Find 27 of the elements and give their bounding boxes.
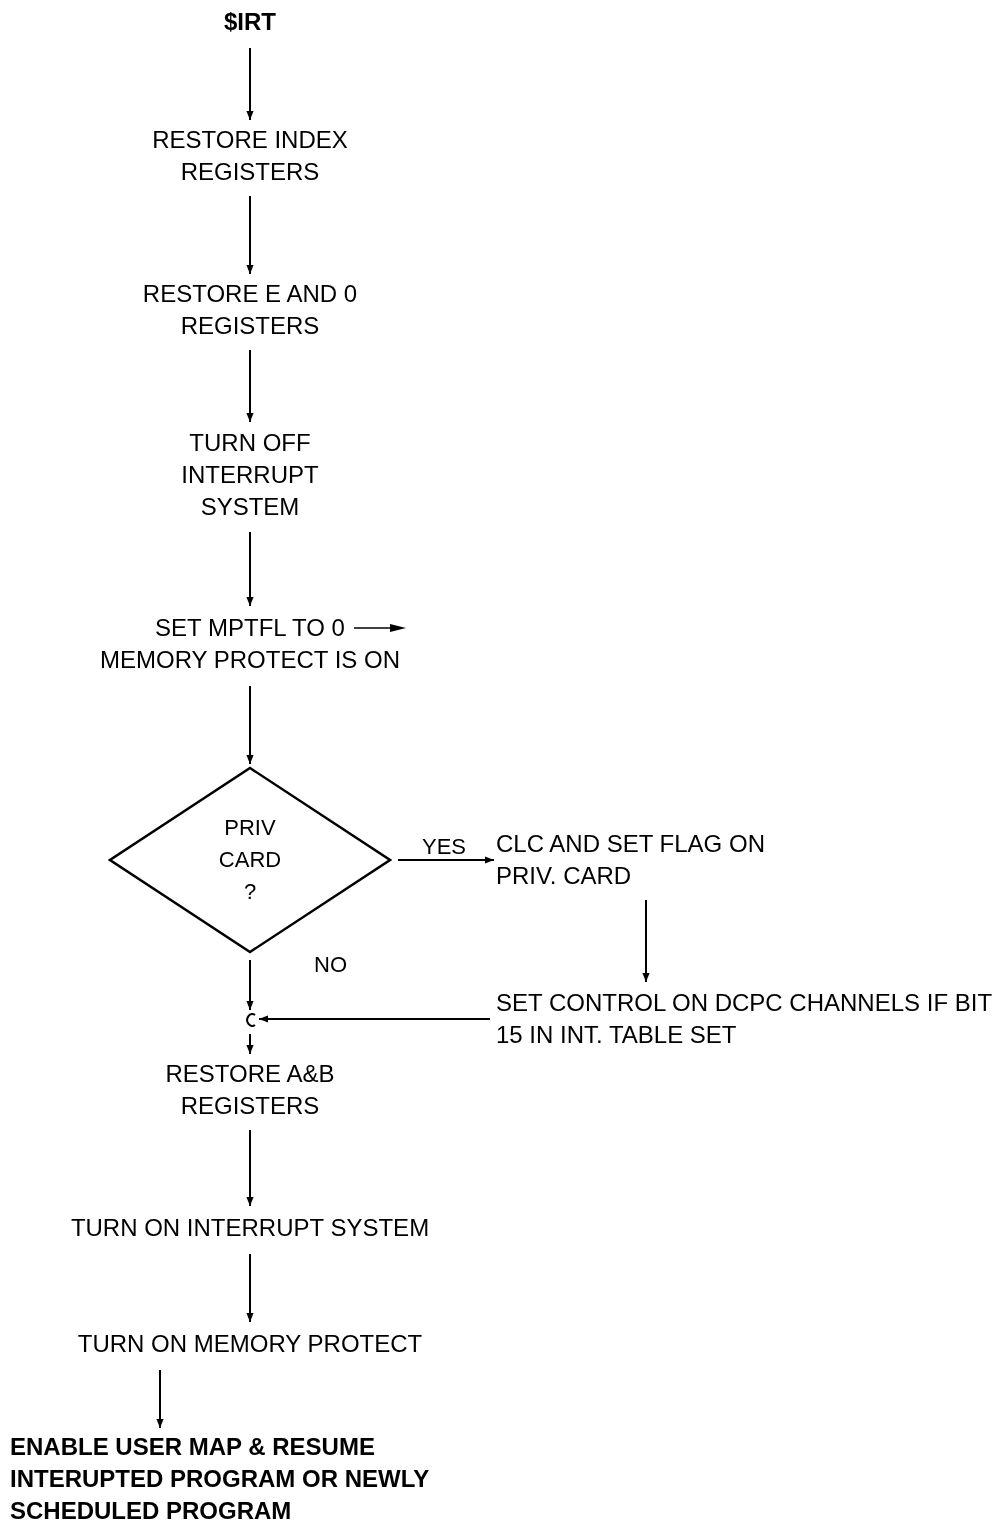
- arrow: [246, 195, 254, 275]
- arrow: [246, 1033, 254, 1055]
- arrow: [246, 1253, 254, 1323]
- step-text: TURN ON MEMORY PROTECT: [77, 1329, 423, 1359]
- step-text: RESTORE INDEX REGISTERS: [151, 125, 349, 187]
- step-text: MEMORY PROTECT IS ON: [99, 645, 400, 675]
- arrow: [397, 856, 495, 864]
- decision-text: PRIV CARD ?: [217, 814, 283, 906]
- arrow: [156, 1369, 164, 1429]
- step-text: RESTORE E AND 0 REGISTERS: [141, 279, 359, 341]
- step-text: $IRT: [224, 7, 276, 37]
- arrow: [258, 1015, 491, 1023]
- step-text: TURN OFF INTERRUPT SYSTEM: [180, 428, 320, 522]
- step-text: TURN ON INTERRUPT SYSTEM: [70, 1213, 430, 1243]
- step-text: SET CONTROL ON DCPC CHANNELS IF BIT 15 IN INT. TABLE SET: [496, 988, 993, 1050]
- step-text: ENABLE USER MAP & RESUME INTERUPTED PROGRAM OR NEWLY SCHEDULED PROGRAM: [10, 1432, 430, 1526]
- step-text: SET MPTFL TO 0: [155, 613, 345, 643]
- arrow: [246, 531, 254, 607]
- arrow: [246, 1129, 254, 1207]
- step-text: CLC AND SET FLAG ON PRIV. CARD: [496, 829, 766, 891]
- arrow: [246, 349, 254, 423]
- step-text: RESTORE A&B REGISTERS: [164, 1059, 336, 1121]
- arrow: [246, 685, 254, 765]
- decision-diamond: [108, 766, 392, 954]
- arrow: [246, 959, 254, 1011]
- arrow: [246, 47, 254, 121]
- arrow: [642, 899, 650, 983]
